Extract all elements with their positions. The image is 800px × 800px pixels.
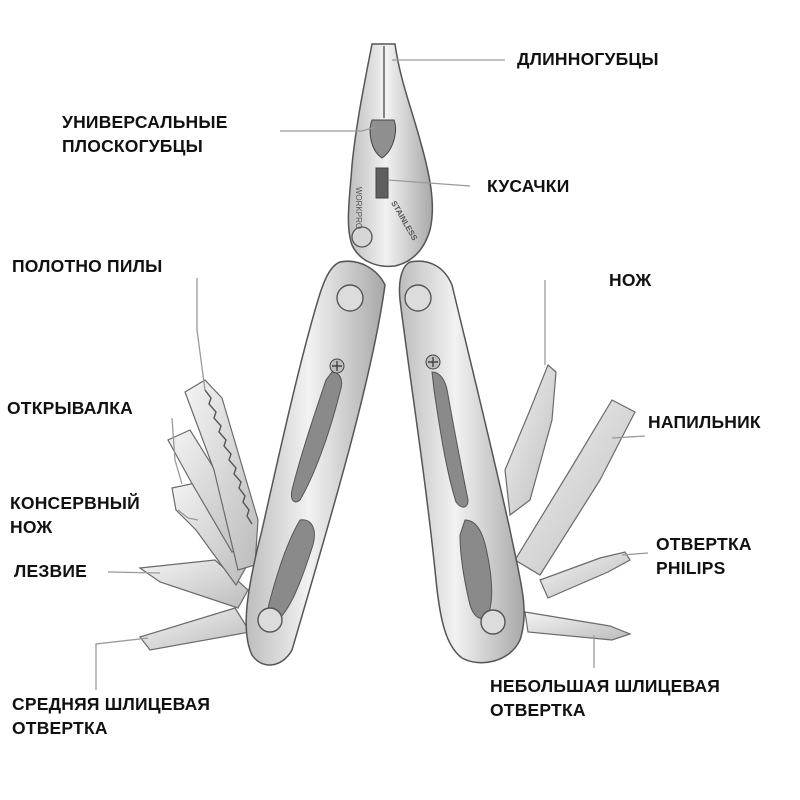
label-can-opener: КОНСЕРВНЫЙ НОЖ (10, 491, 140, 539)
label-phillips-screwdriver: ОТВЕРТКА PHILIPS (656, 532, 752, 580)
rivet-left-bottom (257, 607, 283, 633)
rivet-right-bottom (480, 609, 506, 635)
label-medium-slot-line2: ОТВЕРТКА (12, 718, 108, 738)
label-knife-text: НОЖ (609, 270, 652, 290)
label-long-nose-pliers-text: ДЛИННОГУБЦЫ (517, 49, 659, 69)
left-handle-cutout-upper (291, 371, 343, 503)
label-universal-pliers-line2: ПЛОСКОГУБЦЫ (62, 136, 203, 156)
leader-lines (95, 59, 649, 690)
leader-file (611, 435, 646, 439)
pliers-grip-jaw (369, 119, 396, 159)
label-small-slot-line2: ОТВЕРТКА (490, 700, 586, 720)
leader-can-opener (177, 509, 199, 521)
rivet-left-top (336, 284, 364, 312)
screw-left-slot (332, 361, 342, 371)
label-can-opener-line1: КОНСЕРВНЫЙ (10, 493, 140, 513)
right-handle-cutout-upper (431, 371, 469, 508)
saw-blade-tool (184, 379, 259, 571)
label-saw-blade-text: ПОЛОТНО ПИЛЫ (12, 256, 163, 276)
label-blade: ЛЕЗВИЕ (14, 559, 87, 583)
label-bottle-opener: ОТКРЫВАЛКА (7, 396, 133, 420)
label-medium-slot-line1: СРЕДНЯЯ ШЛИЦЕВАЯ (12, 694, 211, 714)
leader-cutters (387, 179, 471, 187)
label-blade-text: ЛЕЗВИЕ (14, 561, 88, 581)
label-wire-cutters: КУСАЧКИ (487, 174, 569, 198)
leader-universal (280, 126, 377, 132)
label-phillips-line1: ОТВЕРТКА (656, 534, 752, 554)
right-handle (398, 260, 525, 664)
label-bottle-opener-text: ОТКРЫВАЛКА (7, 398, 134, 418)
pivot-rivet (351, 226, 373, 248)
label-universal-pliers-line1: УНИВЕРСАЛЬНЫЕ (62, 112, 228, 132)
small-slot-screwdriver (524, 611, 632, 641)
label-medium-slot-screwdriver: СРЕДНЯЯ ШЛИЦЕВАЯ ОТВЕРТКА (12, 692, 210, 740)
label-small-slot-line1: НЕБОЛЬШАЯ ШЛИЦЕВАЯ (490, 676, 721, 696)
phillips-screwdriver-tool (539, 551, 631, 599)
blade-tool (138, 559, 249, 609)
label-file: НАПИЛЬНИК (648, 410, 761, 434)
label-universal-pliers: УНИВЕРСАЛЬНЫЕ ПЛОСКОГУБЦЫ (62, 110, 228, 158)
leader-opener (171, 417, 183, 485)
wire-cutter-gap (375, 167, 389, 199)
screw-right-slot (428, 357, 438, 367)
leader-medium-slot (95, 637, 149, 690)
saw-teeth (204, 389, 253, 525)
knife-tool (504, 363, 557, 517)
file-tool (514, 399, 636, 576)
rivet-right-top (404, 284, 432, 312)
label-wire-cutters-text: КУСАЧКИ (487, 176, 570, 196)
label-small-slot-screwdriver: НЕБОЛЬШАЯ ШЛИЦЕВАЯ ОТВЕРТКА (490, 674, 720, 722)
label-phillips-line2: PHILIPS (656, 558, 726, 578)
label-can-opener-line2: НОЖ (10, 517, 53, 537)
leader-saw (196, 278, 206, 391)
label-saw-blade: ПОЛОТНО ПИЛЫ (12, 254, 162, 278)
leader-blade (107, 571, 161, 574)
brand-engraving: WORKPRO (354, 187, 363, 229)
label-long-nose-pliers: ДЛИННОГУБЦЫ (517, 47, 659, 71)
leader-phillips (621, 552, 649, 556)
label-knife: НОЖ (609, 268, 651, 292)
medium-slot-screwdriver (138, 607, 251, 651)
label-file-text: НАПИЛЬНИК (648, 412, 761, 432)
pliers-head (347, 43, 434, 268)
